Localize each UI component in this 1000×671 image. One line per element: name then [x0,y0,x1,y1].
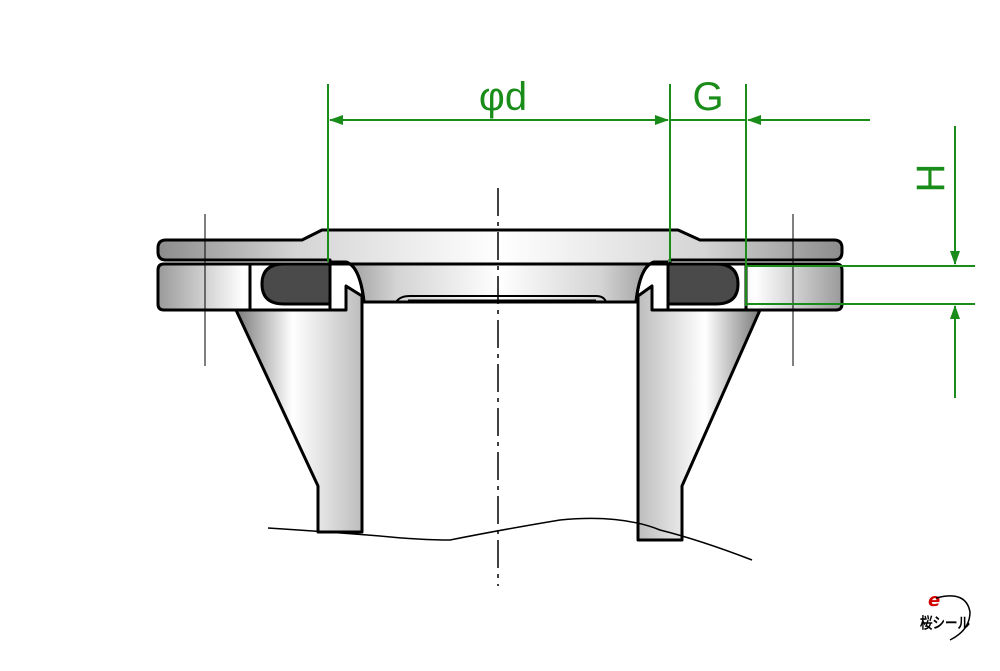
logo-mark: e [928,590,940,611]
sakura-seal-logo: e 桜シール [920,590,971,641]
top-cover-plate [156,228,844,266]
spigot-recess [395,295,607,303]
logo-swoosh [935,595,971,641]
spigot-edge [330,260,668,303]
break-line [267,517,753,561]
dimension-d: φd [327,75,671,262]
dim-g-label: G [692,75,723,119]
dimension-h: H [746,126,975,398]
dim-d-label: φd [479,75,527,119]
dimension-g: G [670,75,870,306]
logo-text: 桜シール [920,614,970,632]
left-hub-body [234,284,364,534]
right-hub-body [636,284,762,542]
left-oring [260,262,332,306]
dim-h-label: H [909,164,953,193]
right-oring [666,262,740,306]
